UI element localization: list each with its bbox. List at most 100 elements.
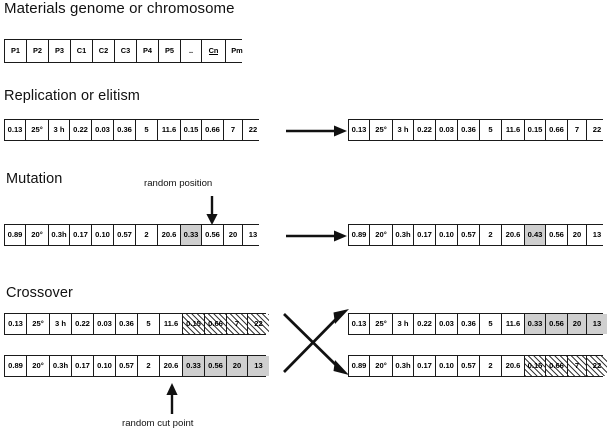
gene-value: 22 xyxy=(254,319,263,329)
chromosome-gene-cell: 0.10 xyxy=(436,356,458,376)
chromosome-gene-cell: 0.43 xyxy=(525,225,546,245)
mutation-arrow-icon xyxy=(286,229,348,242)
gene-value: 0.33 xyxy=(186,361,201,371)
gene-value: 0.56 xyxy=(549,230,564,240)
chromosome-gene-cell: 0.56 xyxy=(546,314,568,334)
gene-value: C1 xyxy=(76,46,87,56)
gene-value: 0.66 xyxy=(549,125,564,135)
replication-arrow-icon xyxy=(286,124,348,137)
chromosome-gene-cell: 0.13 xyxy=(5,120,26,140)
chromosome-gene-cell: 22 xyxy=(243,120,263,140)
gene-value: 0.22 xyxy=(75,319,90,329)
gene-value: 5 xyxy=(488,319,493,329)
gene-value: 20° xyxy=(375,361,387,371)
gene-value: 0.56 xyxy=(549,319,564,329)
chromosome-gene-cell: 0.57 xyxy=(458,225,480,245)
gene-value: 0.13 xyxy=(351,125,367,135)
chromosome-gene-cell: 22 xyxy=(587,120,607,140)
chromosome-gene-cell: 20° xyxy=(370,225,393,245)
gene-value: 20 xyxy=(572,230,582,240)
chromosome-gene-cell: 2 xyxy=(480,225,502,245)
chromosome-gene-cell: 0.66 xyxy=(546,120,568,140)
chromosome-gene-cell: 11.6 xyxy=(160,314,183,334)
chromosome-gene-cell: 5 xyxy=(136,120,158,140)
gene-value: 0.36 xyxy=(117,125,132,135)
chromosome-gene-cell: 0.36 xyxy=(458,120,480,140)
chromosome-gene-cell: 5 xyxy=(138,314,160,334)
section-title-replication: Replication or elitism xyxy=(4,88,140,104)
chromosome-gene-cell: P5 xyxy=(159,40,181,62)
chromosome-gene-cell: 13 xyxy=(248,356,269,376)
chromosome-gene-cell: 3 h xyxy=(49,120,70,140)
chromosome-gene-cell: 25° xyxy=(27,314,50,334)
chromosome-gene-cell: 0.22 xyxy=(414,314,436,334)
chromosome-gene-cell: 0.03 xyxy=(436,120,458,140)
gene-value: 0.36 xyxy=(461,125,476,135)
gene-value: 0.89 xyxy=(7,230,23,240)
gene-value: 13 xyxy=(592,230,602,240)
gene-value: 20 xyxy=(232,361,242,371)
gene-value: 22 xyxy=(592,361,602,371)
chromosome-gene-cell: 5 xyxy=(480,120,502,140)
chromosome-gene-cell: 7 xyxy=(224,120,243,140)
gene-value: 3 h xyxy=(53,125,65,135)
gene-value: 13 xyxy=(248,230,258,240)
chromosome-gene-cell: C3 xyxy=(115,40,137,62)
chromosome-gene-cell: 0.33 xyxy=(183,356,205,376)
gene-value: Pm xyxy=(231,46,243,56)
gene-value: 22 xyxy=(592,125,602,135)
chromosome-gene-cell: 0.89 xyxy=(349,356,370,376)
chromosome-gene-cell: 0.57 xyxy=(114,225,136,245)
chromosome-gene-cell: Cn xyxy=(202,40,226,62)
chromosome-gene-cell: 0.36 xyxy=(116,314,138,334)
chromosome-gene-cell: 3 h xyxy=(393,120,414,140)
gene-value: 0.66 xyxy=(205,125,220,135)
gene-value: 0.17 xyxy=(75,361,90,371)
chromosome-gene-cell: 0.56 xyxy=(546,225,568,245)
gene-value: 0.57 xyxy=(461,230,476,240)
gene-value: 5 xyxy=(144,125,149,135)
gene-value: 2 xyxy=(146,361,151,371)
gene-value: 20 xyxy=(228,230,238,240)
gene-value: 20 xyxy=(572,319,582,329)
gene-value: 0.13 xyxy=(7,125,23,135)
chromosome-gene-cell: 20.6 xyxy=(158,225,181,245)
gene-value: 0.3h xyxy=(395,230,411,240)
gene-value: 0.56 xyxy=(205,230,220,240)
gene-value: 20.6 xyxy=(163,361,179,371)
gene-value: P2 xyxy=(32,46,43,56)
chromosome-gene-cell: 0.66 xyxy=(202,120,224,140)
gene-value: 25° xyxy=(32,319,44,329)
chromosome-gene-cell: 20 xyxy=(224,225,243,245)
gene-value: 0.89 xyxy=(351,230,367,240)
gene-value: 0.03 xyxy=(95,125,110,135)
chromosome-gene-cell: 0.17 xyxy=(72,356,94,376)
gene-value: 0.57 xyxy=(119,361,134,371)
gene-value: 0.13 xyxy=(8,319,23,329)
chromosome-gene-cell: 0.36 xyxy=(458,314,480,334)
chromosome-gene-cell: 11.6 xyxy=(502,314,525,334)
chromosome-gene-cell: 0.89 xyxy=(5,225,26,245)
gene-value: P1 xyxy=(10,46,21,56)
chromosome-gene-cell: 20 xyxy=(227,356,248,376)
gene-value: 0.66 xyxy=(549,361,564,371)
gene-value: 0.03 xyxy=(97,319,112,329)
gene-value: 0.57 xyxy=(117,230,132,240)
chromosome-gene-cell: 0.03 xyxy=(436,314,458,334)
crossover-arrows-icon xyxy=(283,306,351,378)
gene-value: 11.6 xyxy=(505,319,521,329)
gene-value: 0.3h xyxy=(51,230,67,240)
chromosome-gene-cell: C2 xyxy=(93,40,115,62)
chromosome-gene-cell: 7 xyxy=(568,356,587,376)
gene-value: 13 xyxy=(254,361,263,371)
chromosome-gene-cell: 0.10 xyxy=(94,356,116,376)
section-title-crossover: Crossover xyxy=(6,285,73,301)
chromosome-gene-cell: Pm xyxy=(226,40,248,62)
gene-value: 0.17 xyxy=(417,230,432,240)
